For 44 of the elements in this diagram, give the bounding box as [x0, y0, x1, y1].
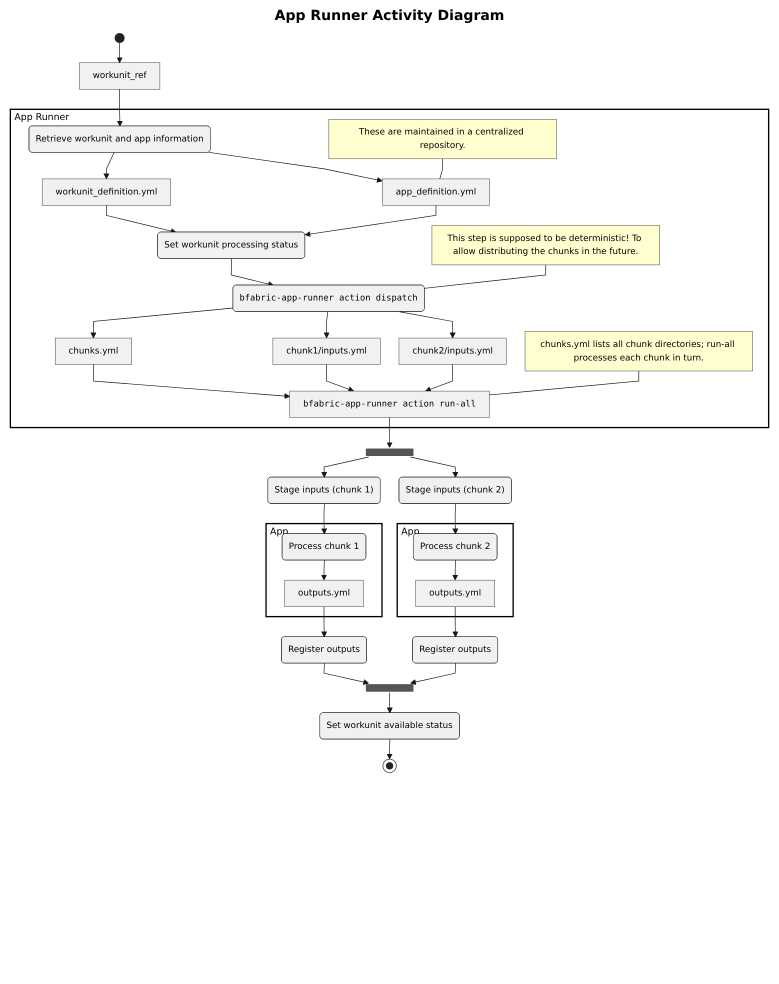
arrow: [304, 205, 436, 237]
arrow: [324, 663, 369, 685]
arrow: [321, 504, 328, 534]
arrow: [326, 364, 354, 392]
node-box: This step is supposed to be deterministic! To allow distributing the chunks in the future.: [432, 225, 660, 266]
arrow: [386, 692, 393, 714]
arrow: [452, 504, 458, 534]
node-circle: [382, 758, 397, 773]
arrow: [90, 308, 234, 338]
arrow: [208, 152, 383, 183]
arrow: [321, 606, 328, 638]
arrow: [230, 258, 274, 287]
arrow: [116, 88, 123, 126]
node-box: workunit_ref: [79, 62, 160, 90]
arrow: [452, 606, 458, 638]
node-circle: [114, 33, 125, 44]
node-box: These are maintained in a centralized repository.: [328, 119, 557, 160]
arrow: [386, 417, 393, 448]
node-box: chunks.yml lists all chunk directories; run-all processes each chunk in turn.: [524, 331, 753, 372]
arrow: [106, 205, 176, 234]
arrow: [116, 42, 123, 64]
arrow: [425, 364, 453, 392]
arrow: [410, 456, 458, 478]
diagram-title: App Runner Activity Diagram: [274, 8, 504, 24]
node-box: outputs.yml: [284, 580, 364, 607]
arrow: [410, 663, 456, 685]
arrow: [321, 560, 327, 580]
node-box: workunit_definition.yml: [42, 178, 171, 206]
arrow: [452, 560, 458, 580]
connector: [489, 370, 640, 396]
connector: [424, 264, 546, 289]
arrow: [399, 311, 456, 338]
arrow: [321, 456, 370, 478]
arrow: [386, 739, 393, 760]
node-box: outputs.yml: [416, 580, 495, 607]
arrow: [103, 152, 114, 180]
node-box: app_definition.yml: [382, 178, 490, 206]
node-box: chunk2/inputs.yml: [398, 338, 506, 365]
arrow: [324, 311, 330, 338]
connector: [439, 158, 443, 180]
node-box: bfabric-app-runner action run-all: [290, 390, 490, 418]
node-box: chunk1/inputs.yml: [272, 338, 380, 365]
arrow: [93, 364, 290, 399]
node-box: chunks.yml: [54, 338, 132, 365]
